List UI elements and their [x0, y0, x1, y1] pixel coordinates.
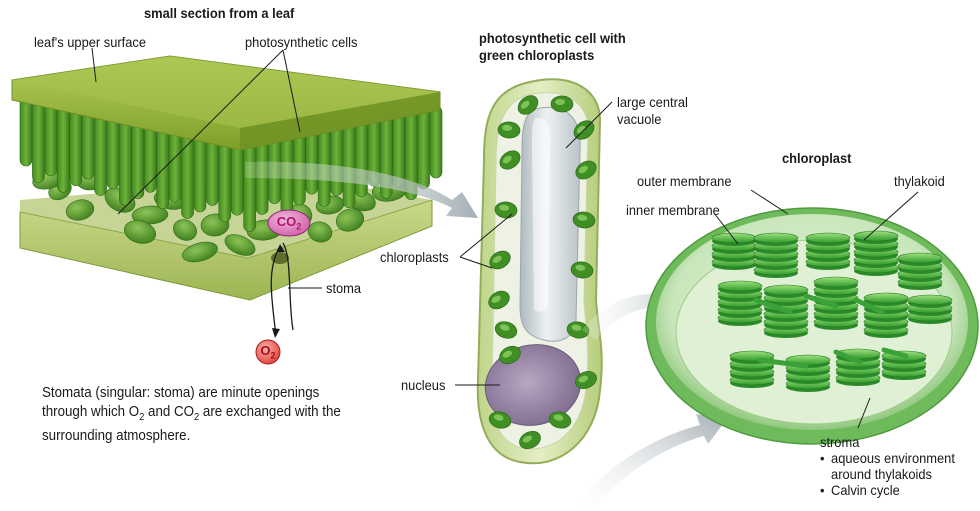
chloroplast-title: chloroplast	[782, 150, 852, 166]
co2-badge: CO2	[276, 214, 302, 232]
thylakoid-label: thylakoid	[894, 173, 945, 189]
outer-membrane-label: outer membrane	[637, 173, 732, 189]
leader-lines	[91, 47, 919, 429]
zoom-arrow-outgoing	[572, 414, 726, 511]
stoma-label: stoma	[326, 280, 362, 296]
cell-illustration	[476, 78, 603, 465]
leaf-upper-surface-label: leaf's upper surface	[34, 34, 147, 50]
leaf-section-illustration	[11, 55, 443, 365]
leaf-section-title: small section from a leaf	[144, 5, 295, 21]
o2-badge: O2	[260, 343, 276, 361]
chloroplasts-label: chloroplasts	[380, 249, 449, 265]
stomata-description: Stomata (singular: stoma) are minute ope…	[42, 385, 341, 444]
inner-membrane-label: inner membrane	[626, 202, 720, 218]
stroma-block: stroma aqueous environment around thylak…	[820, 434, 969, 498]
stroma-point: aqueous environment around thylakoids	[820, 450, 969, 482]
zoom-arrow-leaf-to-cell	[245, 161, 478, 218]
nucleus-label: nucleus	[401, 377, 446, 393]
stroma-points: aqueous environment around thylakoids Ca…	[820, 450, 969, 498]
stroma-label: stroma	[820, 434, 860, 450]
cell-title: photosynthetic cell with green chloropla…	[479, 30, 626, 63]
chloroplast-illustration	[645, 207, 979, 445]
stroma-point: Calvin cycle	[820, 482, 969, 498]
photosynthetic-cells-label: photosynthetic cells	[245, 34, 358, 50]
vacuole-label: large central vacuole	[617, 94, 688, 127]
